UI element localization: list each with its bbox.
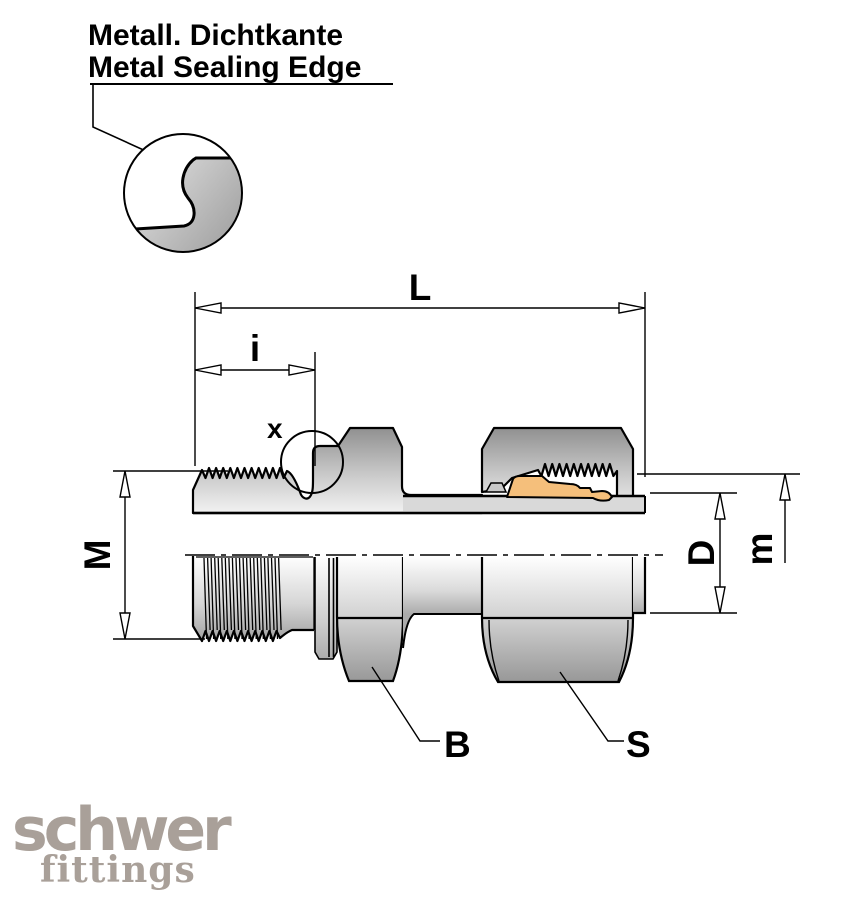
- body-hex-outline: [335, 557, 405, 683]
- callout-leader-line: [92, 84, 160, 158]
- body-section-upper: [191, 426, 484, 515]
- brand-logo-type: fittings: [40, 849, 196, 891]
- arrowhead-icon: [714, 586, 726, 614]
- sealing-edge-detail-view: Metall. Dichtkante Metal Sealing Edge: [88, 19, 393, 253]
- arrowhead-icon: [618, 302, 646, 314]
- x-detail-circle: [280, 430, 344, 494]
- detail-circle-outline: [123, 133, 243, 253]
- dim-M-lines: [113, 470, 228, 640]
- male-thread-outline: [191, 556, 314, 643]
- collar-lower: [315, 556, 337, 659]
- arrowhead-icon: [288, 364, 316, 376]
- dim-label-m: m: [739, 533, 780, 566]
- arrowhead-icon: [779, 473, 791, 501]
- leader-S: [559, 671, 624, 742]
- tube-lower: [633, 556, 645, 613]
- callout-line2: Metal Sealing Edge: [88, 51, 361, 84]
- callout-line1: Metall. Dichtkante: [88, 19, 343, 52]
- fitting-upper-section: [191, 426, 646, 515]
- leader-B: [371, 666, 440, 742]
- dim-label-D: D: [681, 540, 722, 567]
- arrowhead-icon: [194, 364, 222, 376]
- mid-cylinder-lower: [403, 556, 482, 648]
- tube-lower-outline: [633, 557, 647, 615]
- dim-label-L: L: [409, 267, 432, 308]
- dimensions: [113, 292, 800, 742]
- brand-logo-name: schwer: [12, 795, 232, 865]
- dim-label-i: i: [250, 328, 260, 369]
- mid-cylinder-outline: [402, 613, 482, 649]
- thread-flank-lines: [203, 557, 315, 640]
- arrowhead-icon: [119, 470, 131, 498]
- arrowhead-icon: [119, 612, 131, 640]
- tube-wall-section: [403, 497, 645, 513]
- detail-magnified-profile: [124, 156, 242, 252]
- union-nut-outline: [480, 557, 635, 684]
- dim-label-S: S: [626, 724, 651, 765]
- nut-mouth-chamfer: [484, 482, 508, 493]
- male-thread-lower: [193, 556, 314, 641]
- brand-logo: schwer fittings: [12, 795, 232, 891]
- cutting-ring: [506, 475, 613, 502]
- dim-label-M: M: [77, 540, 118, 571]
- arrowhead-icon: [194, 302, 222, 314]
- dim-L-lines: [194, 292, 646, 477]
- nut-corner-curves: [488, 619, 629, 682]
- dim-label-B: B: [444, 724, 471, 765]
- dim-label-x: x: [267, 413, 283, 444]
- fitting-lower-view: [191, 556, 647, 684]
- arrowhead-icon: [714, 492, 726, 520]
